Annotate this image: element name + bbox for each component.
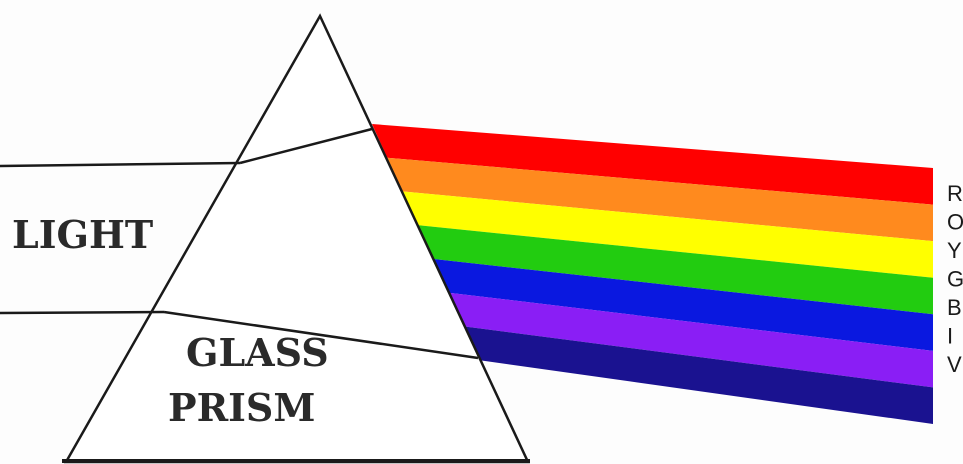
key-letter-g: G	[947, 267, 963, 292]
key-letter-b: B	[947, 295, 962, 320]
glass-label: GLASS	[186, 330, 329, 375]
light-label: LIGHT	[12, 212, 153, 257]
prism-label: PRISM	[168, 385, 315, 430]
key-letter-i: I	[947, 324, 953, 349]
key-letter-y: Y	[947, 238, 962, 263]
key-letter-v: V	[947, 352, 962, 377]
key-letter-r: R	[947, 181, 963, 206]
incident-ray-bottom	[0, 312, 164, 313]
incident-ray-top	[0, 163, 240, 166]
key-letter-o: O	[947, 210, 963, 235]
